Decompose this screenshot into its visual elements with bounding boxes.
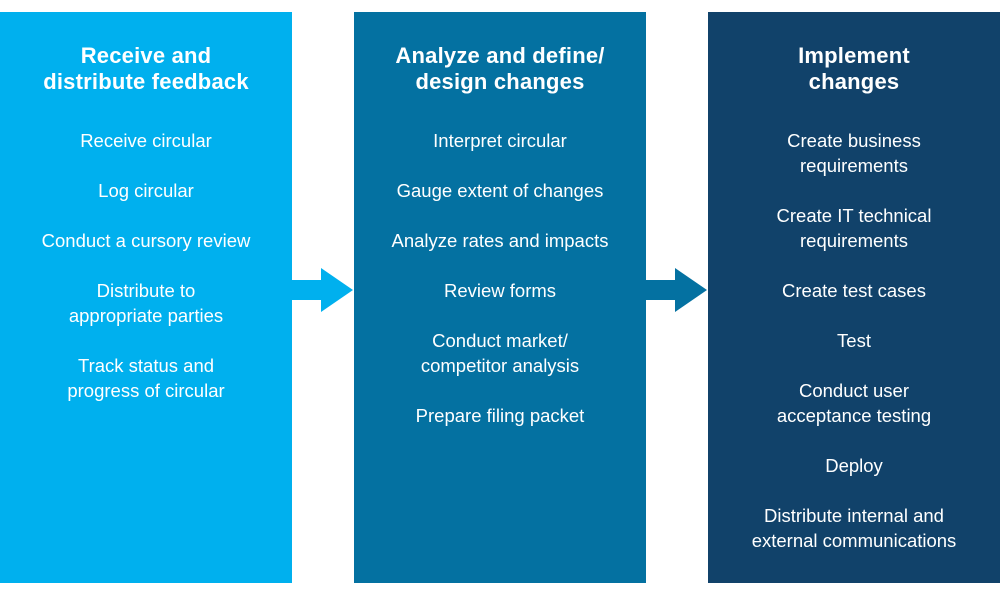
process-step: Interpret circular [433, 130, 567, 151]
process-step: Test [837, 330, 871, 351]
process-step: Distribute internal and external communi… [751, 505, 957, 551]
process-step: Create IT technical requirements [776, 205, 932, 251]
process-step: Create test cases [782, 280, 926, 301]
process-step: Distribute to appropriate parties [68, 280, 224, 326]
process-step: Log circular [98, 180, 194, 201]
process-step: Conduct market/ competitor analysis [420, 330, 580, 376]
panel-title: Analyze and define/ design changes [395, 43, 605, 94]
panel-implement-changes: Implement changes Create business requir… [708, 12, 1000, 583]
process-step: Analyze rates and impacts [391, 230, 609, 251]
panel-analyze-and-define-design-changes: Analyze and define/ design changes Inter… [354, 12, 646, 583]
panel-step-list: Create business requirements Create IT t… [708, 128, 1000, 553]
process-step: Receive circular [80, 130, 212, 151]
arrow-right-icon [646, 268, 707, 312]
arrow-right-icon [292, 268, 353, 312]
process-step: Deploy [825, 455, 883, 476]
panel-step-list: Interpret circular Gauge extent of chang… [354, 128, 646, 428]
panel-step-list: Receive circular Log circular Conduct a … [0, 128, 292, 403]
process-step: Prepare filing packet [415, 405, 585, 426]
process-step: Track status and progress of circular [67, 355, 225, 401]
process-step: Create business requirements [787, 130, 921, 176]
panel-title: Receive and distribute feedback [43, 43, 249, 94]
process-step: Gauge extent of changes [396, 180, 604, 201]
panel-title: Implement changes [798, 43, 910, 94]
process-step: Conduct a cursory review [41, 230, 251, 251]
panel-receive-and-distribute-feedback: Receive and distribute feedback Receive … [0, 12, 292, 583]
process-step: Conduct user acceptance testing [776, 380, 932, 426]
process-step: Review forms [443, 280, 557, 301]
